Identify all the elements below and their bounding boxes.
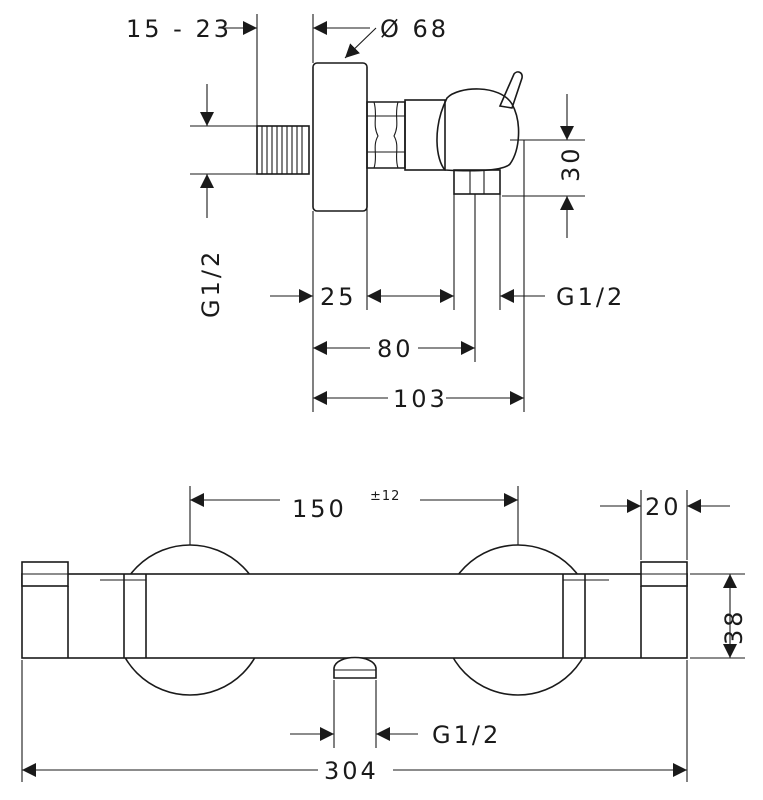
inlet-thread — [256, 125, 310, 175]
dim-diameter: Ø 68 — [380, 15, 449, 43]
side-view: 15 - 23 Ø 68 G1/2 25 G1/2 80 103 30 — [126, 14, 625, 413]
dim-150-tolerance: ±12 — [370, 489, 400, 504]
dim-25: 25 — [320, 283, 357, 311]
dim-38: 38 — [720, 608, 748, 645]
connector-block — [404, 99, 446, 171]
dim-thread-outlet: G1/2 — [432, 721, 501, 749]
dim-30: 30 — [557, 145, 585, 182]
coupling — [366, 101, 406, 169]
thermostat-body — [21, 573, 688, 659]
left-handle — [21, 561, 69, 658]
dim-304: 304 — [324, 757, 379, 785]
bottom-outlet — [333, 656, 377, 679]
dim-inlet-range: 15 - 23 — [126, 15, 232, 43]
dim-150: 150 — [292, 495, 347, 523]
dim-thread-right: G1/2 — [556, 283, 625, 311]
lever — [498, 71, 523, 109]
dim-20: 20 — [645, 493, 682, 521]
dim-thread-left: G1/2 — [197, 249, 225, 318]
front-view: 150 ±12 20 38 G1/2 304 — [21, 486, 748, 785]
dim-103: 103 — [393, 385, 448, 413]
dim-80: 80 — [377, 335, 414, 363]
right-handle — [640, 561, 688, 658]
outlet-nut — [453, 169, 501, 195]
thermostat-head — [436, 88, 520, 172]
wall-flange — [312, 62, 368, 212]
